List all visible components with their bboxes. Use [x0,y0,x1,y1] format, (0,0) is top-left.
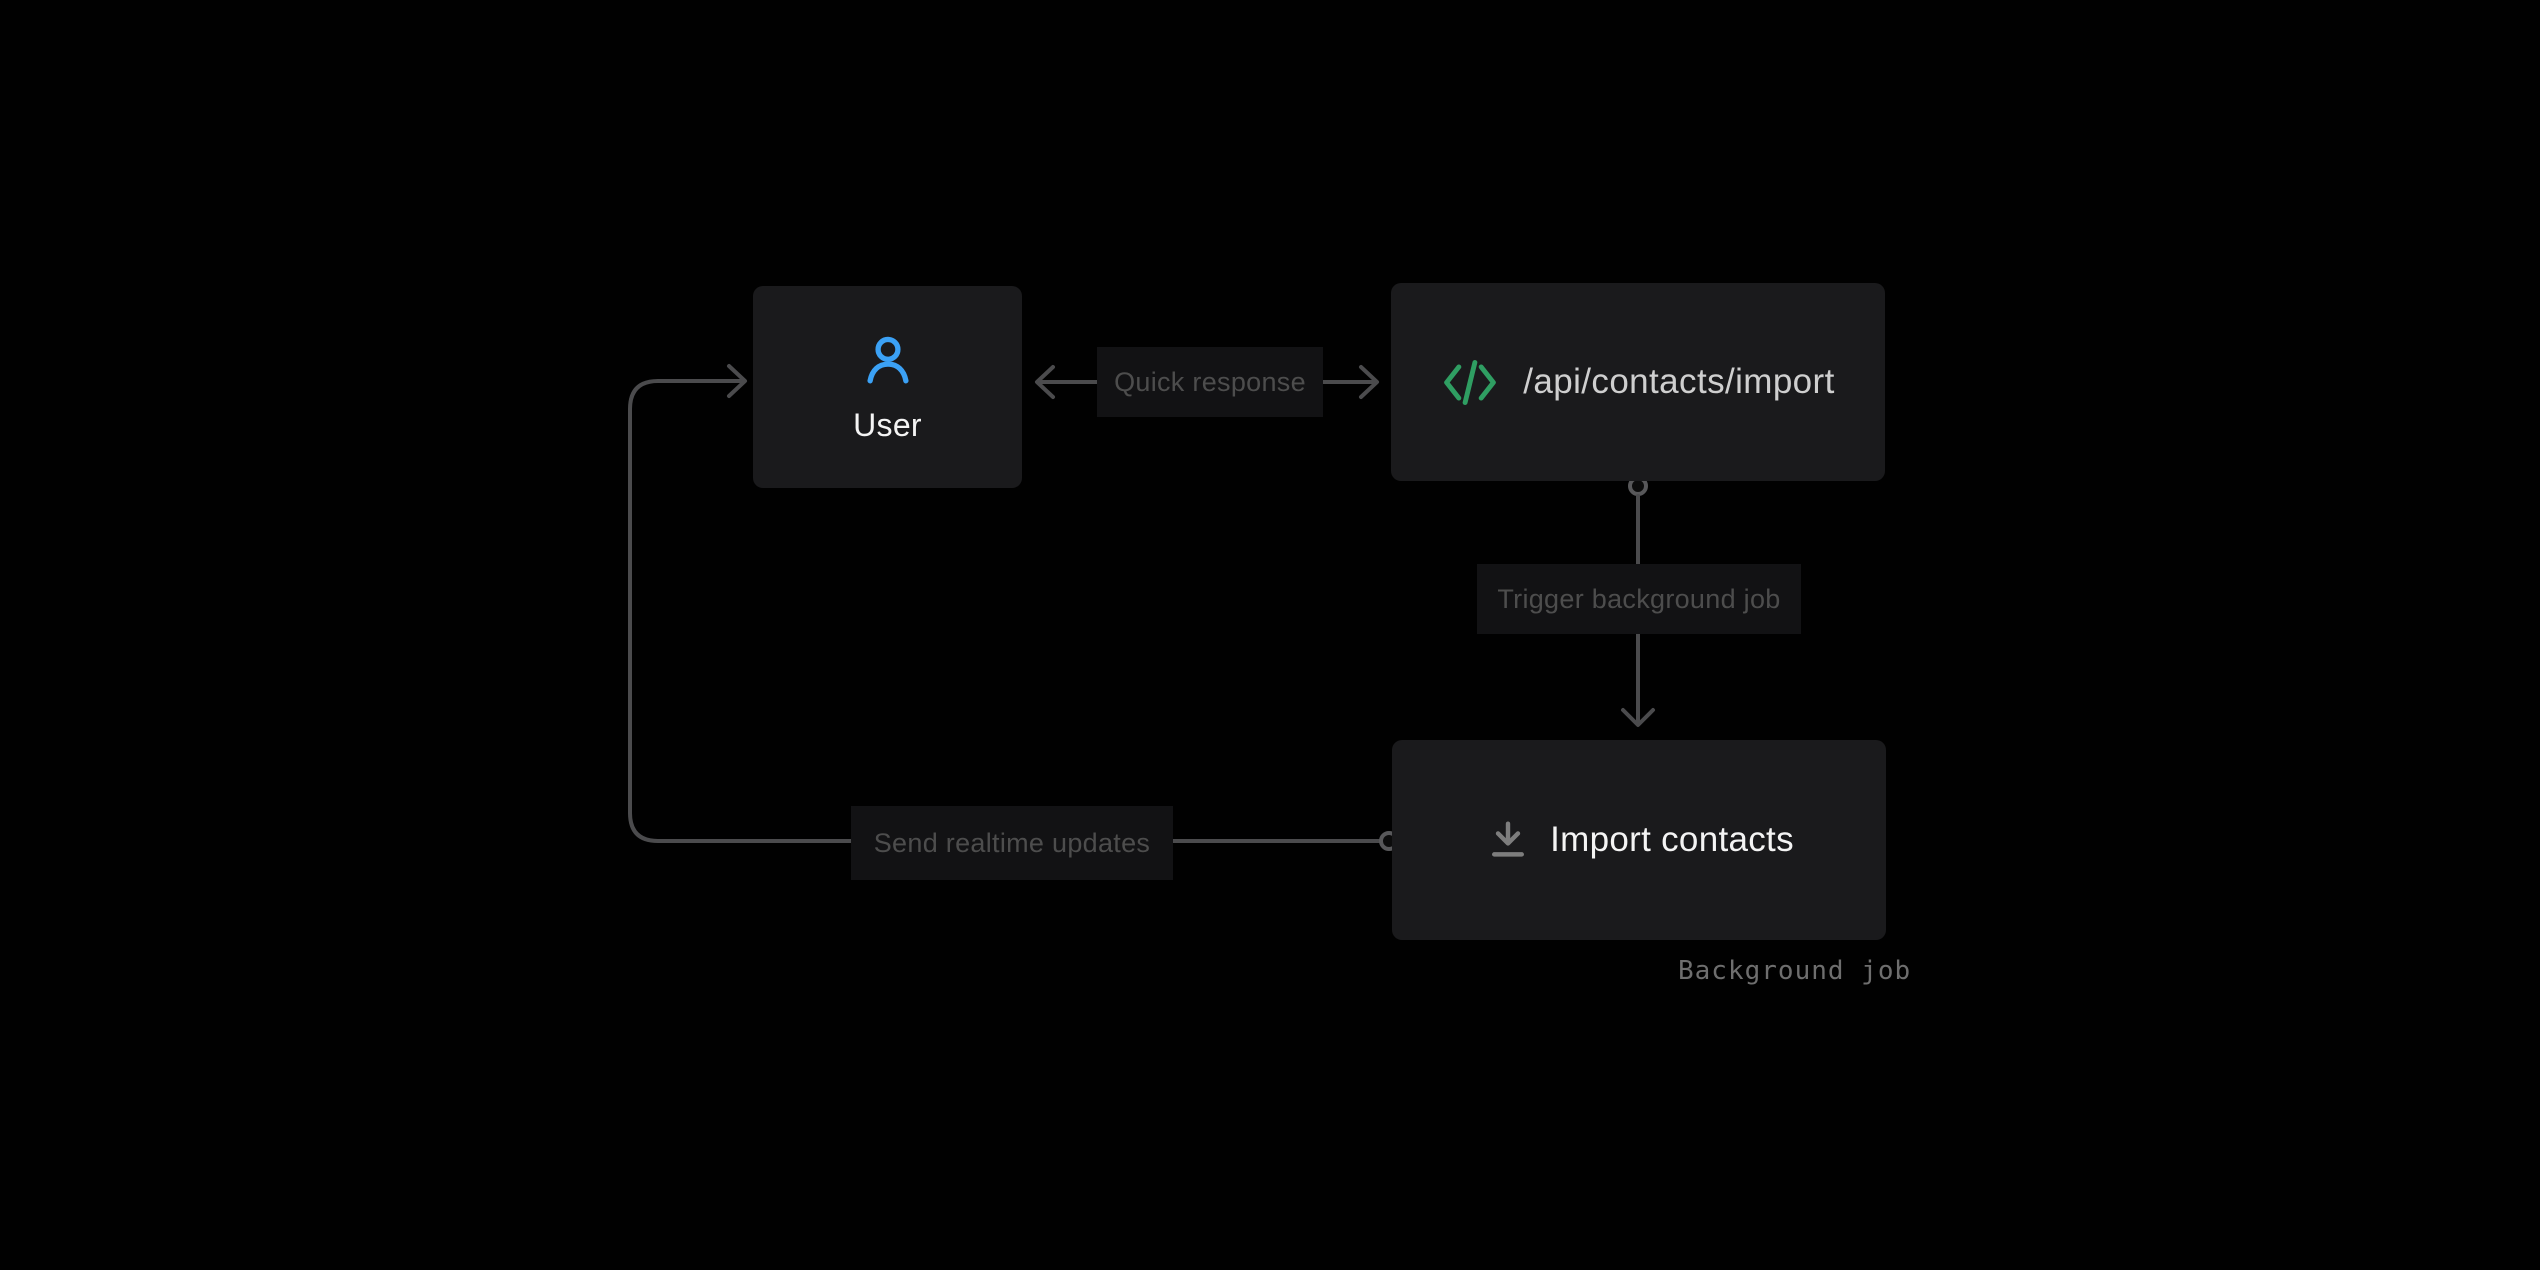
background-job-caption: Background job [1678,956,1912,986]
user-icon [866,336,909,383]
download-icon [1492,821,1525,857]
arrowhead-right-icon [727,364,747,398]
node-user-label: User [853,406,922,443]
arrowhead-right-icon [1359,365,1379,399]
arrowhead-down-icon [1621,708,1655,727]
code-icon [1444,359,1497,405]
node-api-endpoint: /api/contacts/import [1391,283,1885,481]
edge-label-quick-response: Quick response [1097,347,1323,417]
node-user: User [753,286,1022,488]
arrowhead-left-icon [1035,365,1055,399]
node-import-contacts: Import contacts [1392,740,1886,940]
node-api-label: /api/contacts/import [1523,362,1835,401]
edge-send-realtime-updates [628,364,1399,851]
node-import-label: Import contacts [1550,820,1794,859]
edge-label-send-realtime-updates: Send realtime updates [851,806,1173,880]
edge-label-trigger-background-job: Trigger background job [1477,564,1801,634]
